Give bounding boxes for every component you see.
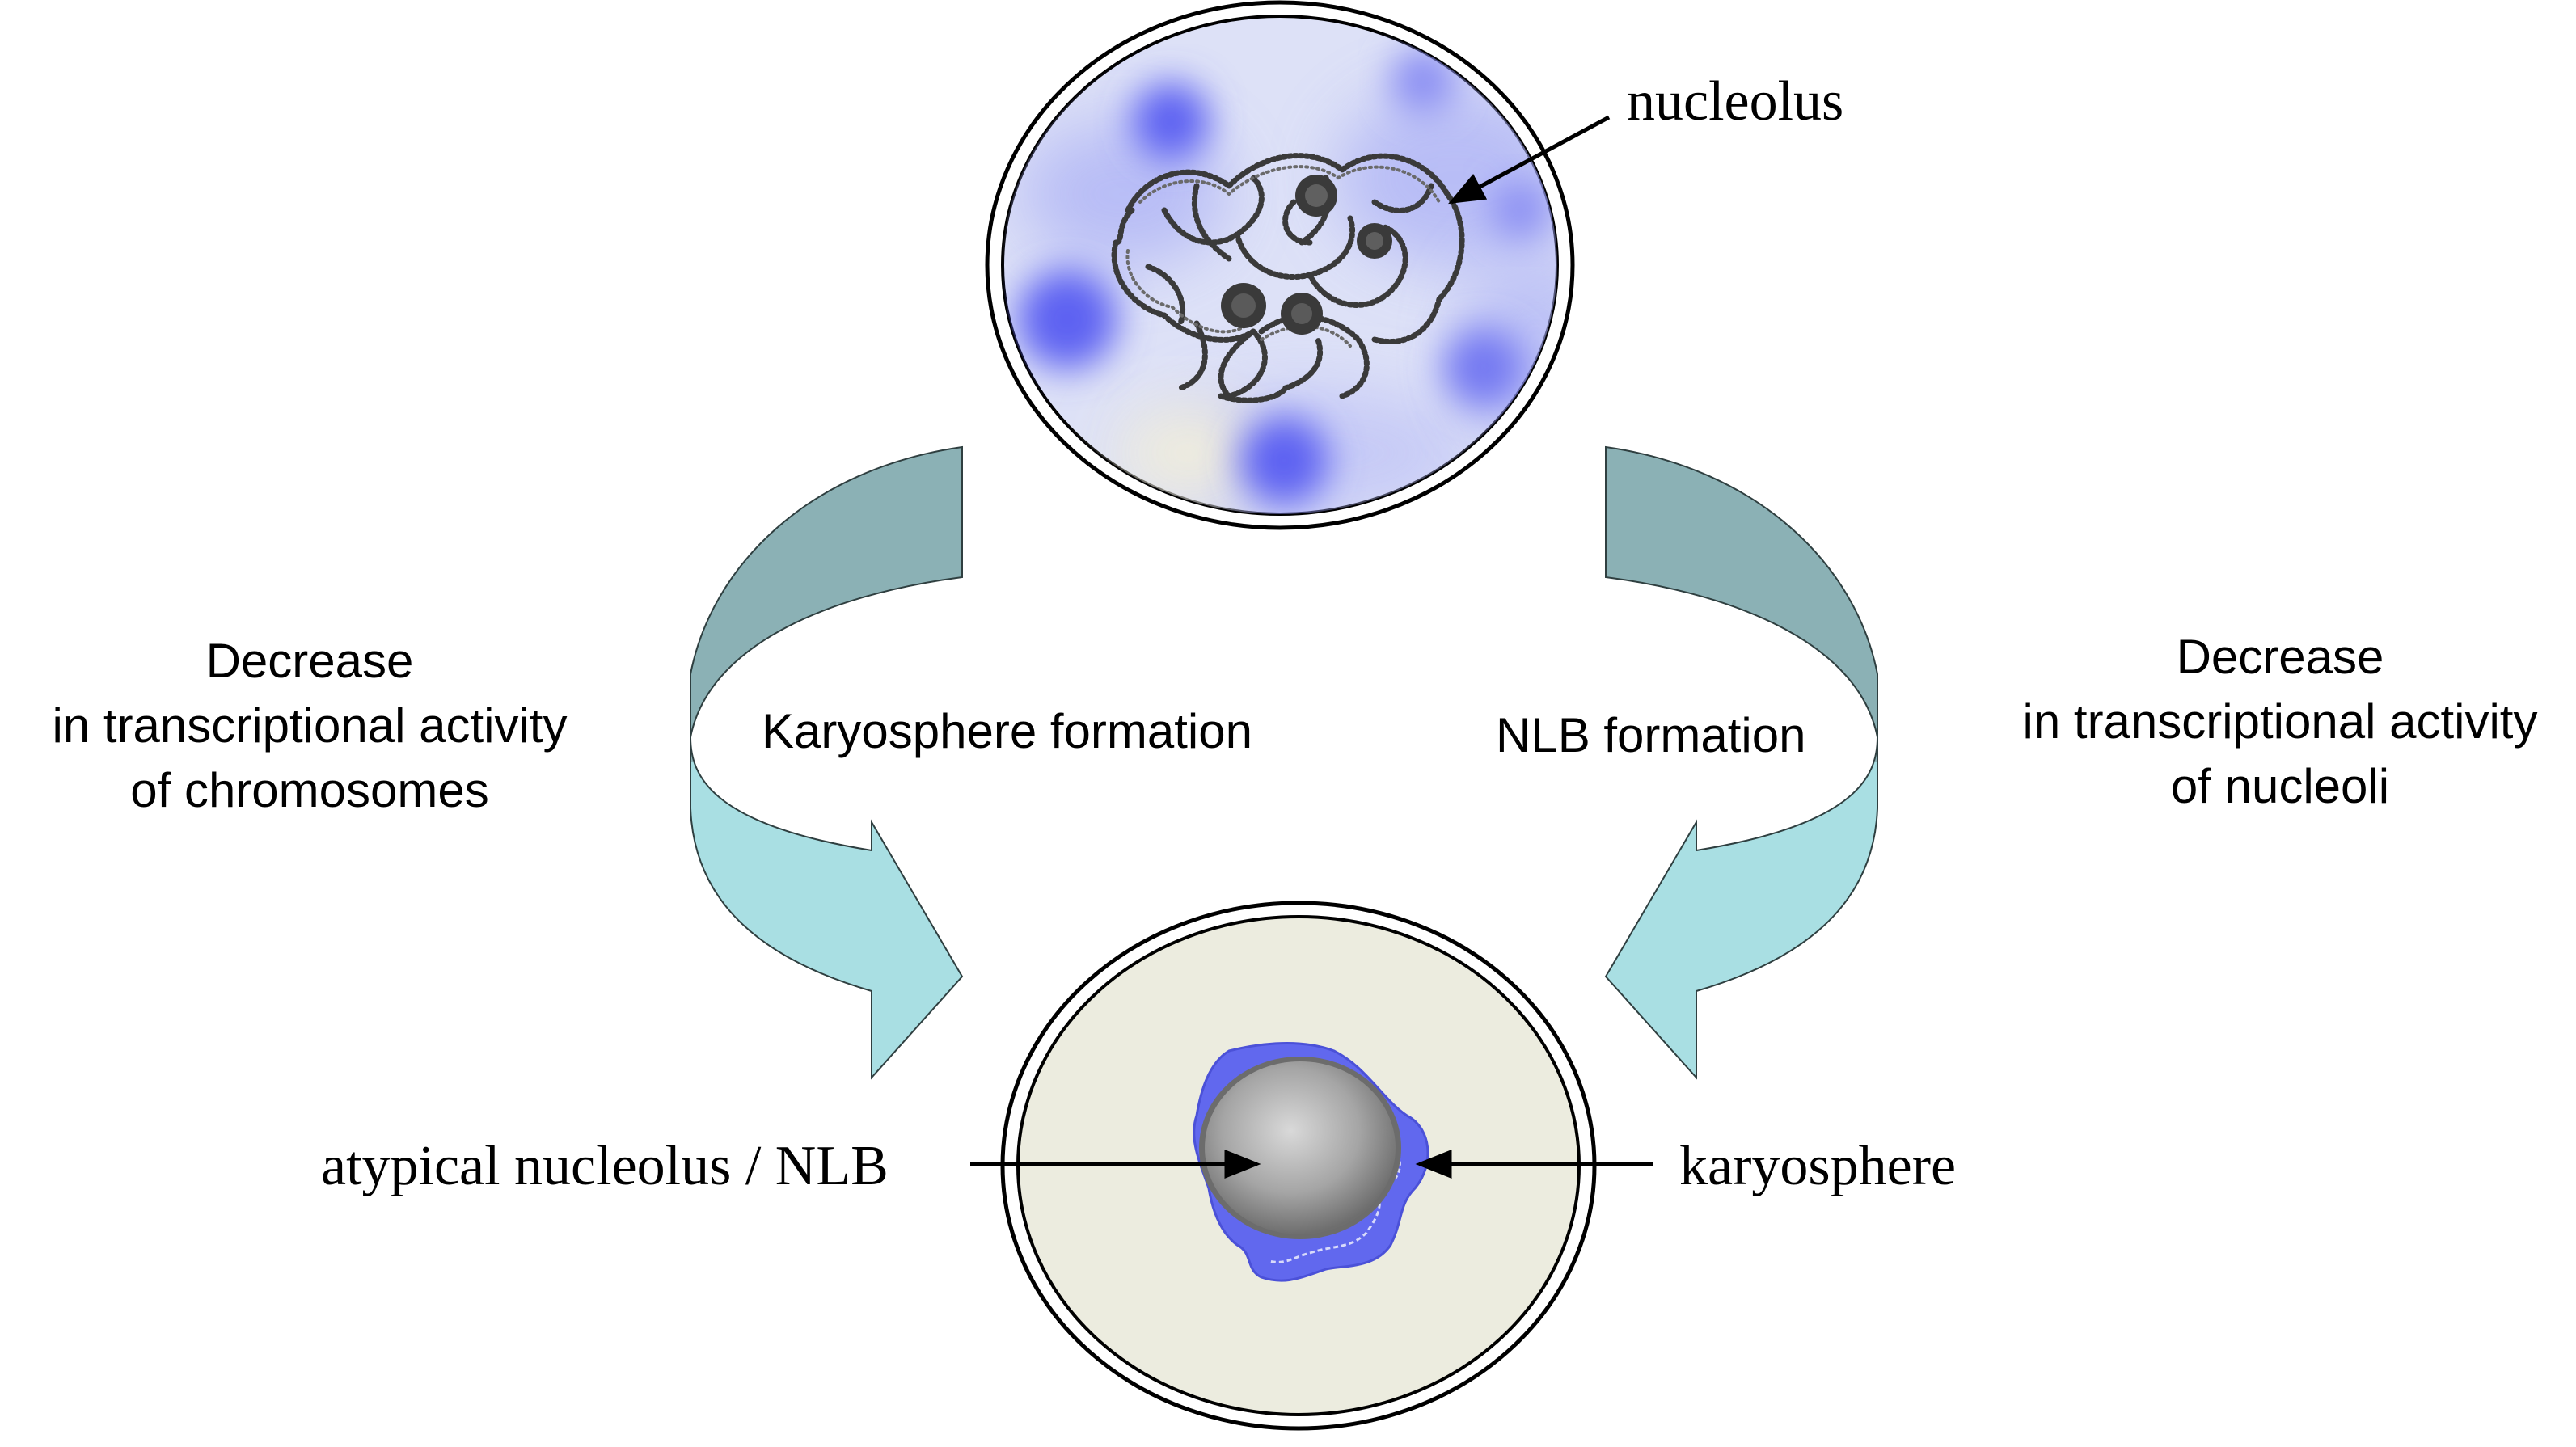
top-nucleus <box>985 0 1575 530</box>
left-caption-line: in transcriptional activity <box>53 698 568 753</box>
right-caption-line: Decrease <box>2177 630 2384 684</box>
left-caption: Decrease in transcriptional activity of … <box>53 634 568 817</box>
nucleolus-label: nucleolus <box>1627 70 1843 133</box>
karyosphere-label: karyosphere <box>1679 1135 1956 1197</box>
nucleoli-cluster <box>1221 175 1392 335</box>
left-caption-line: of chromosomes <box>130 763 489 817</box>
right-caption-line: in transcriptional activity <box>2023 694 2538 749</box>
karyosphere-formation-label: Karyosphere formation <box>762 704 1252 758</box>
nlb-body <box>1199 1057 1401 1239</box>
curved-arrow-left <box>689 445 964 1080</box>
nlb-formation-label: NLB formation <box>1496 708 1806 762</box>
right-caption: Decrease in transcriptional activity of … <box>2023 630 2538 813</box>
nucleolus-pointer <box>1448 115 1611 205</box>
right-caption-line: of nucleoli <box>2171 759 2389 813</box>
atypical-nucleolus-label: atypical nucleolus / NLB <box>321 1135 889 1197</box>
curved-arrow-right <box>1604 445 1879 1080</box>
bottom-nucleus <box>1000 901 1597 1431</box>
left-caption-line: Decrease <box>206 634 414 688</box>
